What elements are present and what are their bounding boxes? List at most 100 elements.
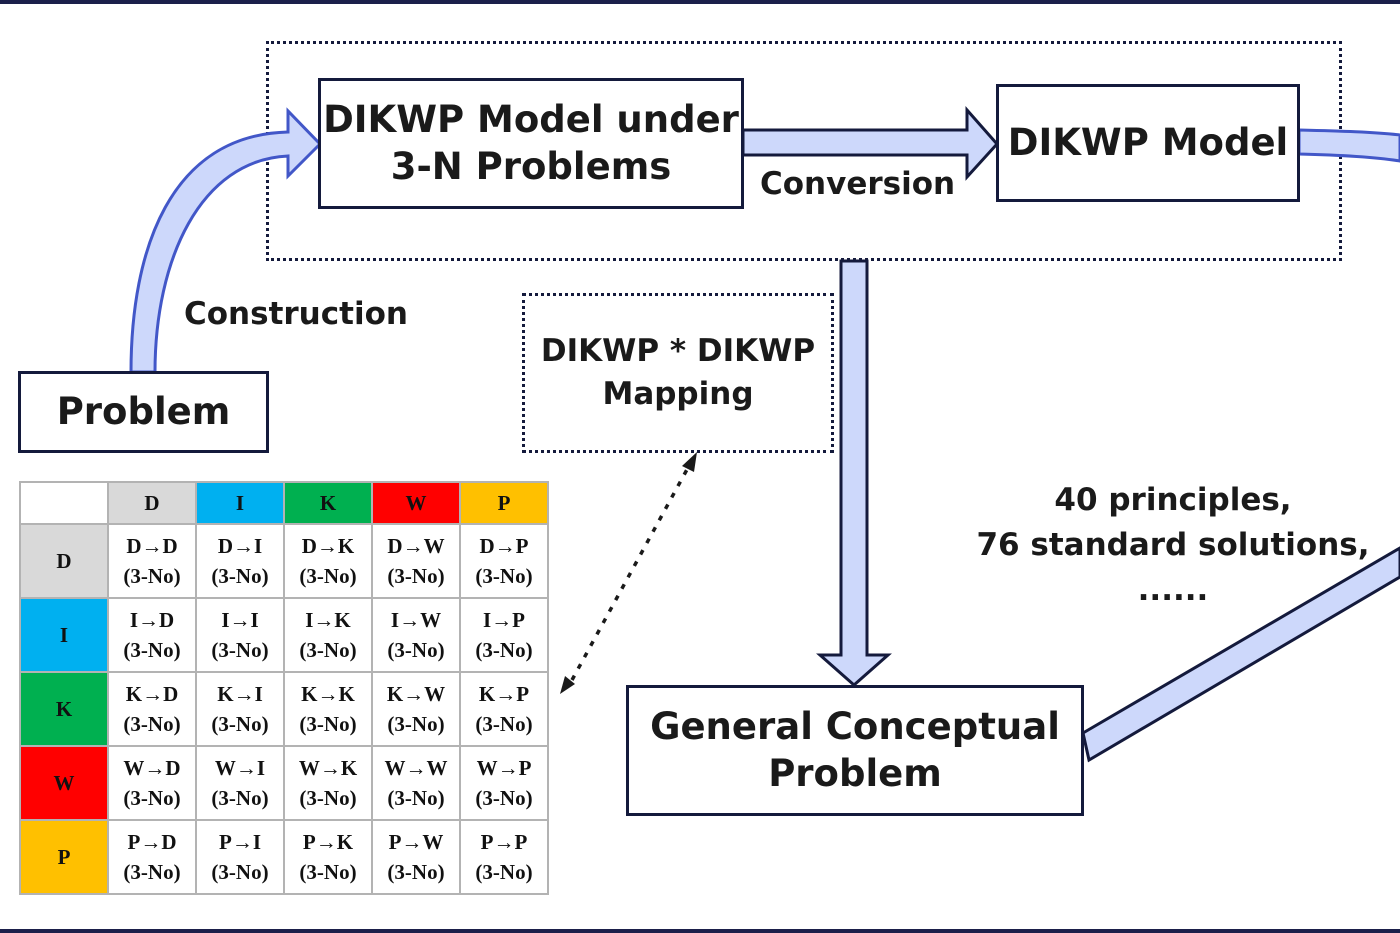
matrix-column-header: K	[283, 481, 373, 525]
dikwp-under-3n-node: DIKWP Model under 3-N Problems	[318, 78, 744, 209]
matrix-cell: D→P (3-No)	[459, 523, 549, 599]
down-arrow	[816, 259, 892, 688]
matrix-cell-transition: I→D	[129, 607, 175, 632]
matrix-cell: P→W (3-No)	[371, 819, 461, 895]
matrix-cell-tag: (3-No)	[123, 786, 181, 810]
matrix-cell: D→K(3-No)	[283, 523, 373, 599]
matrix-cell: K→P (3-No)	[459, 671, 549, 747]
conversion-label: Conversion	[760, 166, 956, 202]
matrix-cell-transition: P→W	[388, 829, 444, 854]
matrix-cell-tag: (3-No)	[299, 712, 357, 736]
matrix-cell-tag: (3-No)	[475, 712, 533, 736]
dikwp-under-3n-line1: DIKWP Model under	[323, 98, 739, 142]
matrix-cell: D→W(3-No)	[371, 523, 461, 599]
matrix-cell-transition: W→D	[123, 755, 181, 780]
matrix-cell: W→D (3-No)	[107, 745, 197, 821]
matrix-cell-transition: I→W	[390, 607, 442, 632]
matrix-cell: W→K (3-No)	[283, 745, 373, 821]
matrix-cell-transition: K→D	[125, 681, 179, 706]
matrix-cell-tag: (3-No)	[299, 786, 357, 810]
matrix-column-header: I	[195, 481, 285, 525]
top-border	[0, 0, 1400, 4]
matrix-cell-tag: (3-No)	[299, 638, 357, 662]
matrix-cell: K→D(3-No)	[107, 671, 197, 747]
matrix-cell-transition: W→K	[298, 755, 358, 780]
matrix-cell: K→K (3-No)	[283, 671, 373, 747]
matrix-cell-tag: (3-No)	[387, 860, 445, 884]
matrix-cell-tag: (3-No)	[211, 786, 269, 810]
matrix-cell: I→W (3-No)	[371, 597, 461, 673]
matrix-row-header: P	[19, 819, 109, 895]
matrix-cell: I→P(3-No)	[459, 597, 549, 673]
matrix-cell-tag: (3-No)	[123, 638, 181, 662]
matrix-cell-tag: (3-No)	[123, 564, 181, 588]
matrix-column-header: D	[107, 481, 197, 525]
mapping-label: DIKWP * DIKWP Mapping	[522, 330, 834, 417]
matrix-cell-tag: (3-No)	[211, 712, 269, 736]
principles-label: 40 principles, 76 standard solutions, ..…	[968, 478, 1378, 613]
matrix-cell-transition: I→I	[221, 607, 259, 632]
matrix-cell-tag: (3-No)	[211, 564, 269, 588]
matrix-cell-transition: P→K	[302, 829, 354, 854]
matrix-cell-tag: (3-No)	[387, 638, 445, 662]
matrix-cell-transition: D→I	[217, 533, 263, 558]
problem-node: Problem	[18, 371, 269, 453]
matrix-corner-cell	[19, 481, 109, 525]
mapping-dotted-frame	[522, 293, 834, 453]
matrix-cell-tag: (3-No)	[123, 860, 181, 884]
matrix-cell-tag: (3-No)	[475, 786, 533, 810]
matrix-cell-transition: W→P	[476, 755, 532, 780]
matrix-row-header: K	[19, 671, 109, 747]
mapping-link-arrowhead-bottom	[560, 676, 575, 694]
matrix-cell-transition: P→D	[127, 829, 177, 854]
matrix-row-header: D	[19, 523, 109, 599]
dikwp-model-label: DIKWP Model	[1007, 120, 1289, 164]
matrix-cell: P→I (3-No)	[195, 819, 285, 895]
matrix-cell-tag: (3-No)	[387, 564, 445, 588]
matrix-cell-tag: (3-No)	[299, 860, 357, 884]
matrix-cell-transition: W→W	[384, 755, 448, 780]
dikwp-under-3n-line2: 3-N Problems	[390, 144, 672, 188]
matrix-cell-tag: (3-No)	[387, 712, 445, 736]
principles-line2: 76 standard solutions,	[976, 526, 1370, 563]
matrix-cell-tag: (3-No)	[387, 786, 445, 810]
matrix-cell-tag: (3-No)	[475, 860, 533, 884]
mapping-line1: DIKWP * DIKWP	[540, 333, 816, 369]
mapping-link-arrowhead-top	[682, 452, 697, 472]
matrix-row-header: W	[19, 745, 109, 821]
matrix-cell: W→P (3-No)	[459, 745, 549, 821]
matrix-cell-tag: (3-No)	[211, 638, 269, 662]
matrix-cell-transition: P→I	[219, 829, 261, 854]
matrix-row-header: I	[19, 597, 109, 673]
matrix-cell-tag: (3-No)	[475, 564, 533, 588]
construction-arrow	[129, 107, 323, 374]
matrix-cell-tag: (3-No)	[475, 638, 533, 662]
matrix-column-header: W	[371, 481, 461, 525]
matrix-cell: W→I (3-No)	[195, 745, 285, 821]
matrix-cell-transition: D→P	[479, 533, 529, 558]
matrix-cell-transition: W→I	[214, 755, 266, 780]
general-conceptual-problem-node: General Conceptual Problem	[626, 685, 1084, 816]
principles-line3: ......	[1137, 571, 1209, 608]
matrix-cell-transition: K→K	[301, 681, 355, 706]
construction-label: Construction	[184, 296, 408, 332]
matrix-cell: D→D(3-No)	[107, 523, 197, 599]
matrix-cell: P→K (3-No)	[283, 819, 373, 895]
matrix-cell: K→I(3-No)	[195, 671, 285, 747]
problem-node-label: Problem	[56, 389, 231, 433]
conversion-arrow	[741, 106, 1000, 181]
matrix-cell-tag: (3-No)	[211, 860, 269, 884]
matrix-cell: K→W(3-No)	[371, 671, 461, 747]
matrix-cell-transition: I→K	[305, 607, 351, 632]
matrix-cell-transition: K→P	[478, 681, 530, 706]
matrix-cell-tag: (3-No)	[299, 564, 357, 588]
matrix-cell: P→D (3-No)	[107, 819, 197, 895]
